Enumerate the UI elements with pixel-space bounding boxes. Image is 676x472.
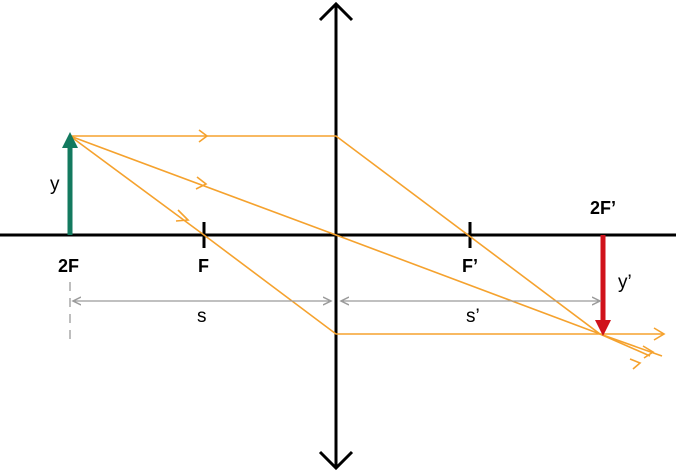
ray-arrowhead bbox=[195, 176, 208, 190]
label-image-height: y’ bbox=[618, 272, 632, 293]
ray-focal bbox=[69, 135, 664, 335]
ray-arrowhead bbox=[198, 129, 209, 143]
ray-arrowheads bbox=[175, 129, 666, 370]
ray-arrowhead bbox=[175, 209, 190, 222]
label-f-right: F’ bbox=[462, 256, 478, 276]
label-2f-left: 2F bbox=[58, 256, 79, 276]
label-object-distance: s bbox=[197, 306, 207, 327]
image-arrowhead bbox=[595, 320, 611, 336]
label-2f-right: 2F’ bbox=[590, 198, 616, 218]
ray-arrowhead bbox=[642, 345, 655, 359]
lens-top-arrowhead bbox=[318, 1, 354, 22]
ray-parallel bbox=[70, 135, 651, 357]
label-f-left: F bbox=[198, 256, 209, 276]
label-image-distance: s’ bbox=[466, 306, 480, 327]
light-rays bbox=[69, 135, 664, 357]
ray-center bbox=[69, 135, 663, 357]
ray-arrowhead bbox=[653, 327, 666, 341]
lens-bottom-arrowhead bbox=[318, 450, 354, 471]
ray-arrowhead bbox=[629, 358, 642, 370]
object-arrowhead bbox=[62, 132, 78, 148]
label-object-height: y bbox=[50, 174, 60, 195]
